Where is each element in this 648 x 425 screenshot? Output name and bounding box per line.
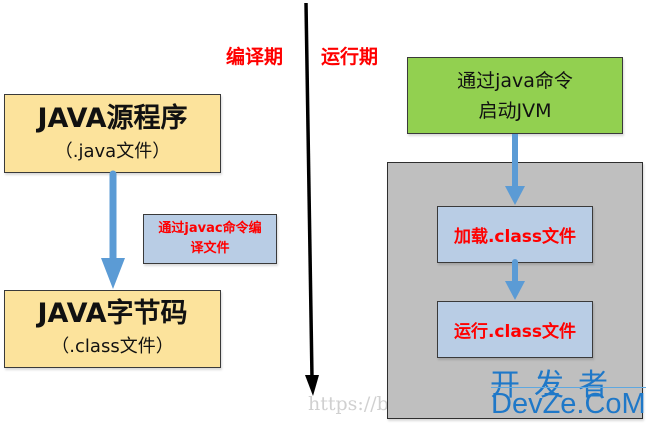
load-class-box: 加载.class文件 bbox=[437, 206, 593, 263]
run-class-text: 运行.class文件 bbox=[453, 322, 577, 342]
start-to-load-arrow bbox=[505, 134, 525, 205]
java-source-box: JAVA源程序 （.java文件） bbox=[4, 94, 221, 173]
java-command-start-box: 通过java命令 启动JVM bbox=[407, 57, 623, 134]
runtime-phase-label: 运行期 bbox=[321, 46, 379, 68]
java-source-subtitle: （.java文件） bbox=[54, 140, 171, 162]
start-box-line2: 启动JVM bbox=[478, 99, 552, 122]
timeline-arrow bbox=[304, 2, 319, 396]
compile-phase-label: 编译期 bbox=[226, 46, 284, 68]
java-bytecode-title: JAVA字节码 bbox=[37, 298, 188, 329]
java-bytecode-subtitle: （.class文件） bbox=[51, 336, 174, 357]
javac-note-box: 通过javac命令编 译文件 bbox=[143, 214, 277, 264]
load-class-text: 加载.class文件 bbox=[453, 227, 577, 247]
run-class-box: 运行.class文件 bbox=[437, 301, 593, 358]
watermark-cn: 开发者 bbox=[490, 368, 622, 403]
start-box-line1: 通过java命令 bbox=[457, 69, 573, 92]
javac-note-line2: 译文件 bbox=[190, 241, 230, 256]
javac-note-line1: 通过javac命令编 bbox=[158, 221, 262, 236]
load-to-run-arrow bbox=[505, 259, 525, 300]
java-bytecode-box: JAVA字节码 （.class文件） bbox=[4, 290, 221, 368]
watermark-en: DevZe.CoM bbox=[491, 387, 646, 420]
compile-arrow bbox=[101, 170, 125, 289]
java-source-title: JAVA源程序 bbox=[37, 102, 188, 134]
